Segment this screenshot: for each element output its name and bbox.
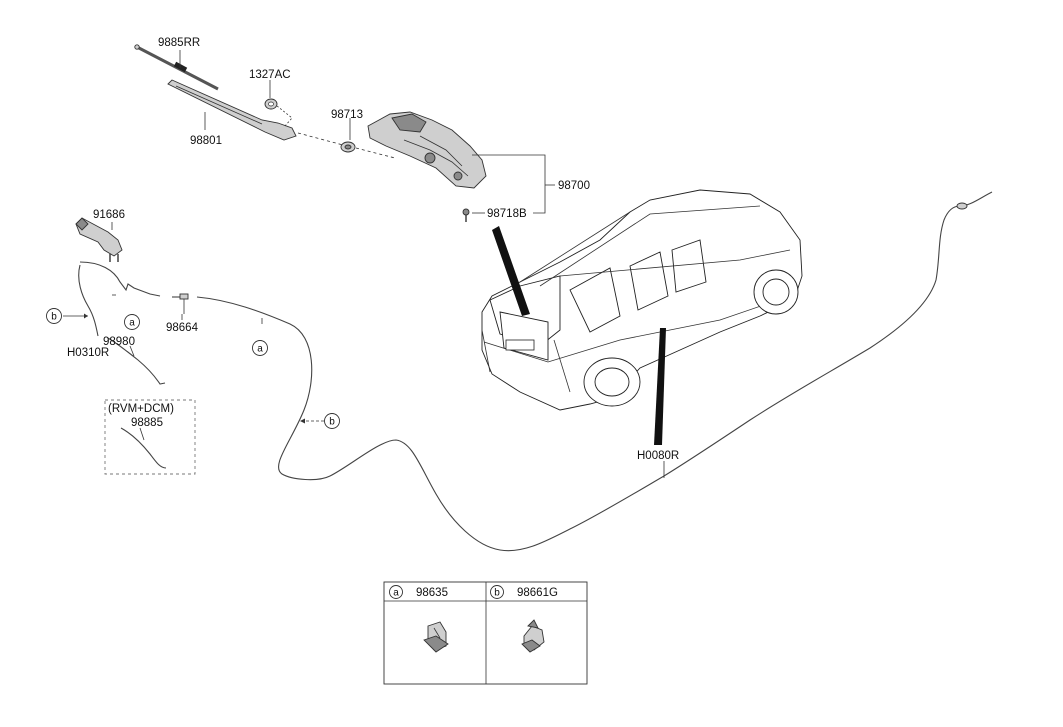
label-98980: 98980 [103,336,135,348]
legend-table: a 98635 b 98661G [383,581,588,685]
svg-text:a: a [257,344,263,355]
svg-text:b: b [494,588,500,599]
label-98718b: 98718B [487,208,527,220]
label-98885: 98885 [131,417,163,429]
nozzle-91686 [75,217,123,262]
callout-a-left: a [124,314,140,330]
hose-h0310r [78,264,99,337]
callout-b-left: b [46,308,62,324]
legend-cell-a: a 98635 [389,585,449,653]
pointer-motor [492,226,530,316]
bolt-98718b [462,208,485,222]
svg-text:b: b [51,312,57,323]
bracket-98700 [472,154,546,214]
wiper-blade-9885rr [134,44,219,91]
wiper-arm-98801 [167,79,297,141]
cap-98713 [340,141,356,153]
nut-1327ac [264,98,293,127]
callout-b-hose: b [324,413,340,429]
legend-cell-b: b 98661G [490,585,558,653]
hose-h0080r [196,191,993,552]
label-98801: 98801 [190,135,222,147]
callout-a-hose: a [252,340,268,356]
label-91686: 91686 [93,209,125,221]
hose-98980 [107,337,166,385]
legend-part-98635: 98635 [416,587,448,599]
label-98713: 98713 [331,109,363,121]
label-9885rr: 9885RR [158,37,200,49]
pointer-hose [654,328,666,445]
svg-text:b: b [329,417,335,428]
svg-text:a: a [393,588,399,599]
clip-98661g-illustration [521,619,545,653]
label-rvm-dcm: (RVM+DCM) [108,403,174,415]
vehicle-illustration [481,189,803,411]
legend-part-98661g: 98661G [517,587,558,599]
clip-98635-illustration [423,621,449,653]
wiper-motor-98700 [367,111,487,189]
label-h0080r: H0080R [637,450,679,462]
label-98700: 98700 [558,180,590,192]
label-h0310r: H0310R [67,347,109,359]
svg-text:a: a [129,318,135,329]
hose-98885 [120,427,167,469]
option-box-rvm-dcm [104,399,196,475]
label-1327ac: 1327AC [249,69,291,81]
label-98664: 98664 [166,322,199,334]
